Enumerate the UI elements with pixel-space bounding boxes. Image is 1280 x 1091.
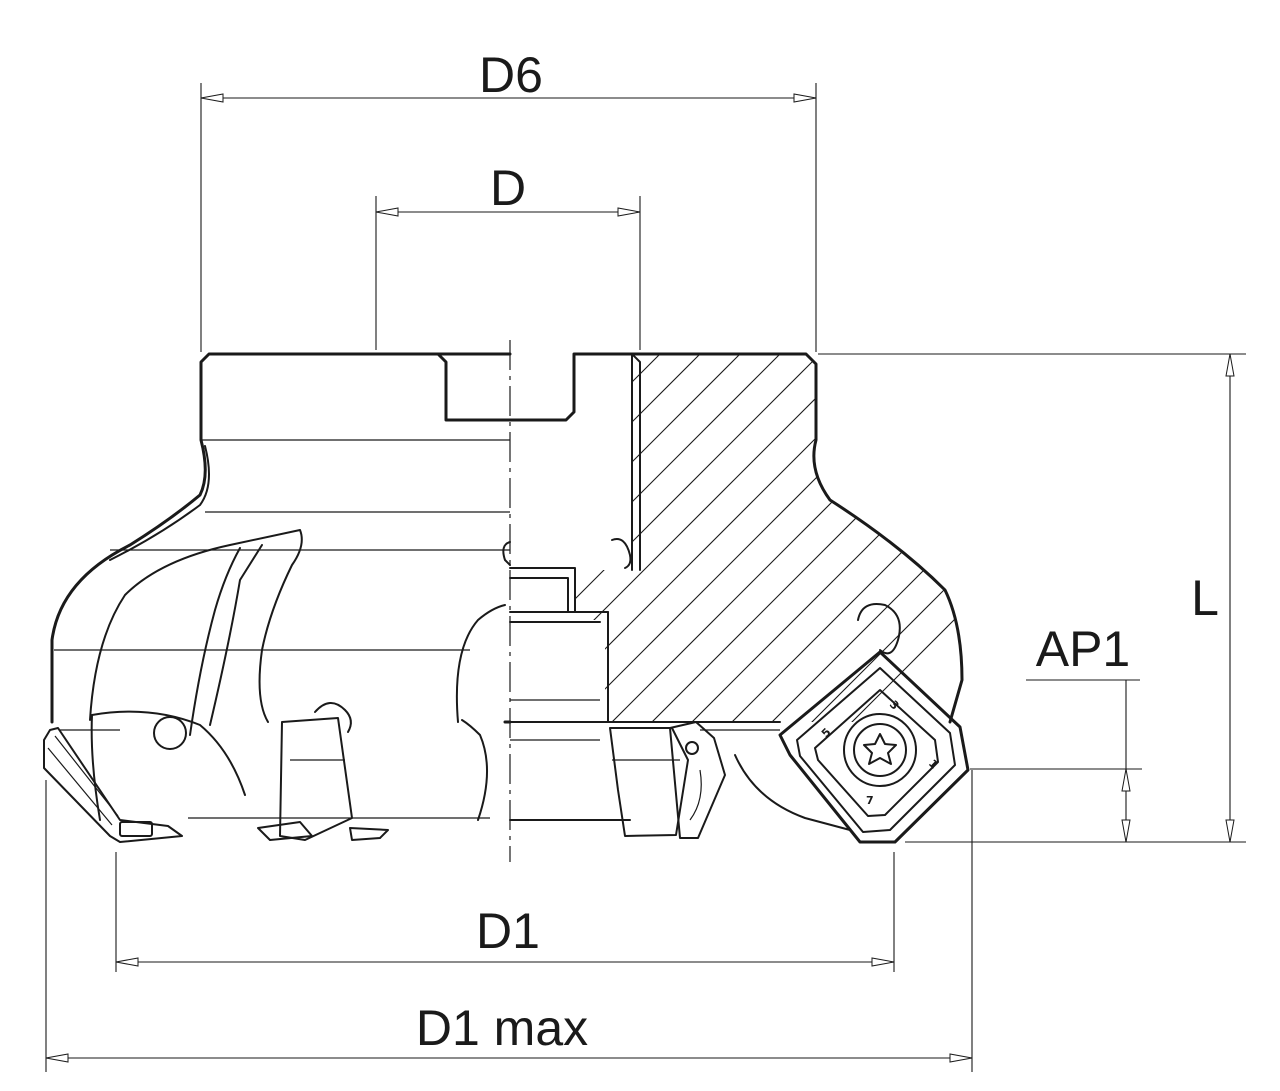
cutter-body-view	[43, 352, 512, 843]
insert-square: 3 5 7 1	[778, 650, 970, 844]
dim-ap1-label: AP1	[1036, 621, 1131, 677]
dim-d6: D6	[200, 47, 817, 352]
insert-left-2	[257, 702, 389, 841]
dim-l: L	[818, 353, 1246, 843]
dim-l-label: L	[1191, 570, 1219, 626]
insert-mark-7: 7	[866, 794, 874, 807]
dim-d1: D1	[115, 852, 895, 972]
dim-d6-label: D6	[479, 47, 543, 103]
insert-mark-3: 3	[887, 698, 902, 713]
dim-d1max-label: D1 max	[416, 1000, 588, 1056]
dim-ap1: AP1	[970, 621, 1142, 843]
dim-d1max: D1 max	[45, 770, 973, 1072]
insert-left-1	[43, 727, 183, 843]
dim-d1-label: D1	[476, 903, 540, 959]
insert-mark-1: 1	[926, 757, 941, 772]
dim-d: D	[375, 160, 641, 350]
insert-right-front	[609, 721, 726, 839]
insert-mark-5: 5	[819, 726, 834, 741]
dim-d-label: D	[490, 160, 526, 216]
